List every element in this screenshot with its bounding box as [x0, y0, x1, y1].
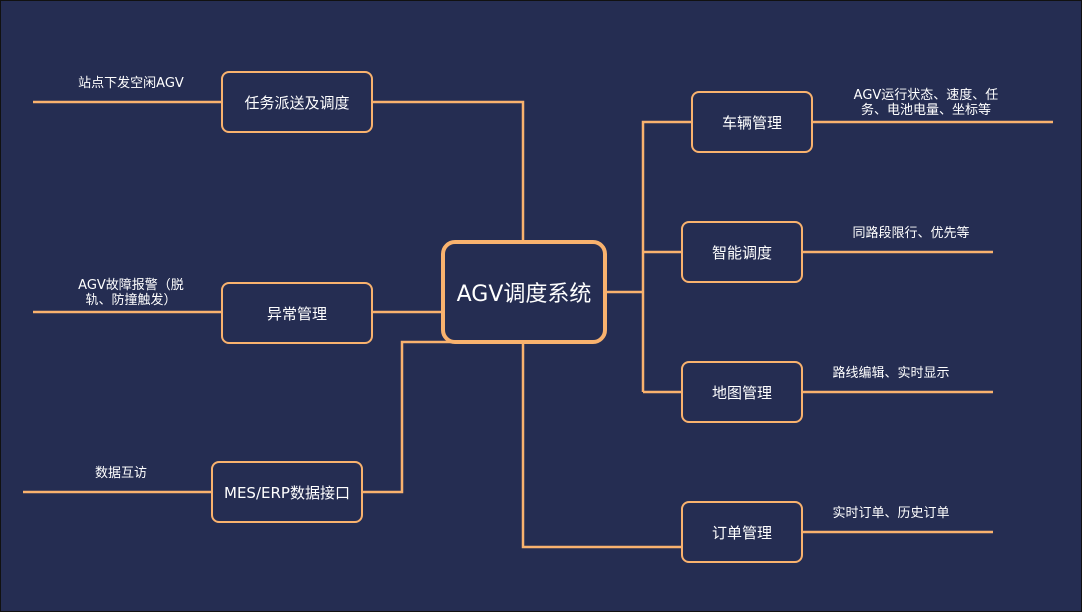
node-vehicle-management[interactable]: 车辆管理: [691, 91, 813, 153]
node-map-management[interactable]: 地图管理: [681, 361, 803, 423]
leaf-order-detail: 实时订单、历史订单: [811, 506, 971, 521]
node-exception-management[interactable]: 异常管理: [221, 282, 373, 344]
leaf-map-detail-line: 路线编辑、实时显示: [832, 366, 950, 381]
connector-task: [372, 100, 525, 241]
node-order-management[interactable]: 订单管理: [681, 501, 803, 563]
leaf-dispatch-detail-line: 同路段限行、优先等: [852, 226, 970, 241]
node-smart-dispatch-label: 智能调度: [711, 243, 772, 262]
center-node[interactable]: AGV调度系统: [441, 240, 607, 344]
leaf-interface-detail-line: 数据互访: [94, 466, 147, 481]
node-mes-erp-interface[interactable]: MES/ERP数据接口: [211, 461, 363, 523]
leaf-map-detail: 路线编辑、实时显示: [811, 366, 971, 381]
leaf-task-detail-line: 站点下发空闲AGV: [78, 76, 184, 91]
connector-vehicle: [641, 120, 693, 392]
node-smart-dispatch[interactable]: 智能调度: [681, 221, 803, 283]
leaf-exception-detail-line: 轨、防撞触发）: [85, 293, 177, 308]
node-exception-management-label: 异常管理: [266, 304, 327, 323]
connector-order-trunk: [521, 342, 683, 549]
leaf-dispatch-detail: 同路段限行、优先等: [831, 226, 991, 241]
node-map-management-label: 地图管理: [711, 383, 772, 402]
center-node-label: AGV调度系统: [456, 282, 592, 307]
leaf-order-detail-line: 实时订单、历史订单: [832, 506, 950, 521]
leaf-exception-detail: AGV故障报警（脱 轨、防撞触发）: [46, 278, 216, 308]
node-task-dispatch-label: 任务派送及调度: [244, 93, 350, 112]
leaf-interface-detail: 数据互访: [51, 466, 191, 481]
node-task-dispatch[interactable]: 任务派送及调度: [221, 71, 373, 133]
leaf-vehicle-detail: AGV运行状态、速度、任 务、电池电量、坐标等: [831, 88, 1021, 118]
leaf-vehicle-detail-line: AGV运行状态、速度、任: [853, 88, 999, 103]
node-vehicle-management-label: 车辆管理: [721, 113, 782, 132]
leaf-exception-detail-line: AGV故障报警（脱: [78, 278, 184, 293]
node-mes-erp-interface-label: MES/ERP数据接口: [224, 483, 350, 502]
node-order-management-label: 订单管理: [711, 523, 772, 542]
connector-interface: [362, 340, 457, 494]
leaf-task-detail: 站点下发空闲AGV: [51, 76, 211, 91]
leaf-vehicle-detail-line: 务、电池电量、坐标等: [860, 103, 991, 118]
